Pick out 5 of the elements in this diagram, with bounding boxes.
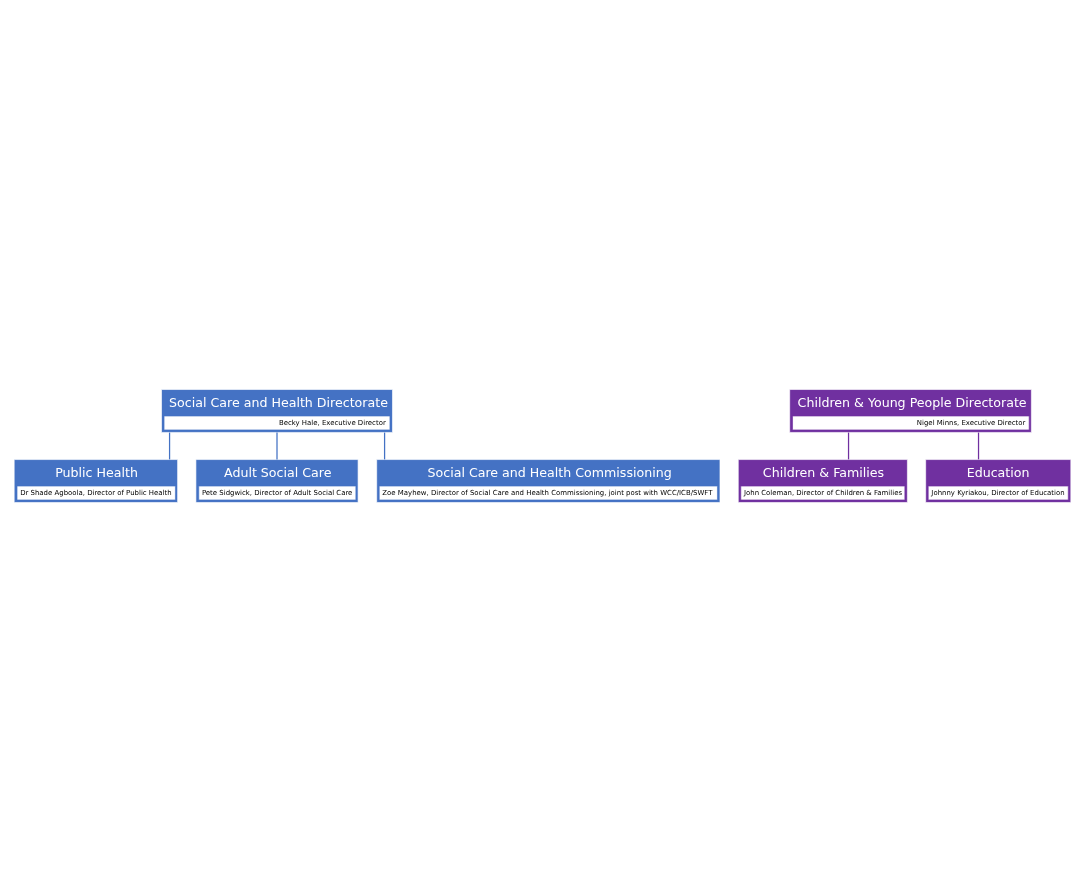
connector — [847, 431, 850, 460]
connector — [168, 431, 171, 460]
connector — [383, 431, 386, 460]
connector — [977, 431, 980, 460]
connector — [276, 431, 278, 460]
